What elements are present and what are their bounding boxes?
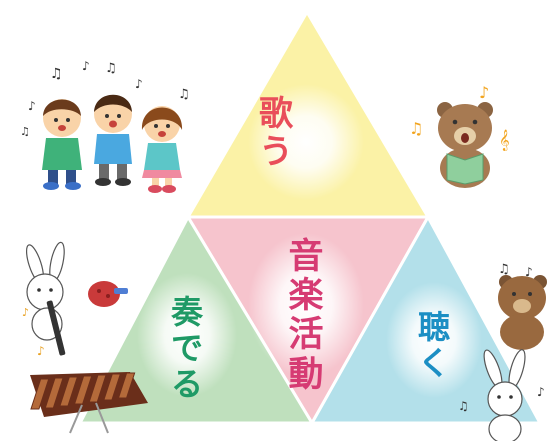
- svg-text:♫: ♫: [458, 399, 469, 413]
- svg-text:♫: ♫: [178, 87, 190, 102]
- pyramid: [77, 9, 543, 426]
- label-char: 奏: [170, 293, 204, 331]
- label-sing: 歌う: [259, 95, 293, 171]
- label-char: 動: [288, 354, 324, 395]
- label-music-activity: 音楽活動: [288, 237, 324, 395]
- svg-text:♪: ♪: [525, 265, 533, 279]
- label-char: 音: [288, 237, 324, 277]
- svg-text:♫: ♫: [409, 119, 423, 138]
- label-char: 活: [288, 315, 324, 356]
- singing-children-illustration: [42, 94, 183, 193]
- castanets-illustration: [88, 281, 128, 307]
- music-notes: ♫ ♪ ♫ ♪ ♫ ♪ ♫ ♫ ♪ ♫ ♪ ♪ ♪: [20, 59, 545, 413]
- label-char: 歌: [259, 94, 293, 134]
- label-char: で: [170, 328, 204, 367]
- xylophone-illustration: [30, 372, 148, 434]
- recorder-rabbit-illustration: [25, 241, 66, 356]
- svg-text:♪: ♪: [37, 344, 45, 358]
- glow-center: [248, 233, 364, 377]
- label-listen: 聴く: [417, 308, 451, 382]
- listening-bear-illustration: [498, 275, 547, 350]
- svg-text:𝄞: 𝄞: [499, 130, 510, 151]
- label-char: る: [170, 364, 204, 403]
- svg-text:♫: ♫: [20, 125, 30, 138]
- svg-text:♫: ♫: [498, 262, 510, 277]
- label-play: 奏でる: [170, 293, 204, 403]
- listening-rabbit-illustration: [483, 349, 526, 441]
- glow-left: [137, 273, 237, 397]
- svg-text:♫: ♫: [105, 61, 117, 76]
- svg-text:♪: ♪: [479, 83, 489, 102]
- label-char: 聴: [417, 308, 451, 346]
- svg-text:♫: ♫: [50, 66, 63, 82]
- svg-text:♪: ♪: [82, 59, 90, 73]
- svg-text:♪: ♪: [537, 385, 545, 399]
- svg-text:♪: ♪: [135, 77, 143, 91]
- svg-text:♪: ♪: [28, 99, 36, 113]
- singing-bear-illustration: ♫ ♪ 𝄞: [409, 83, 510, 188]
- svg-text:♪: ♪: [22, 306, 29, 319]
- label-char: 楽: [288, 276, 324, 317]
- glow-right: [386, 282, 482, 398]
- glow-top: [248, 84, 364, 200]
- label-char: く: [417, 343, 451, 382]
- label-char: う: [259, 132, 293, 173]
